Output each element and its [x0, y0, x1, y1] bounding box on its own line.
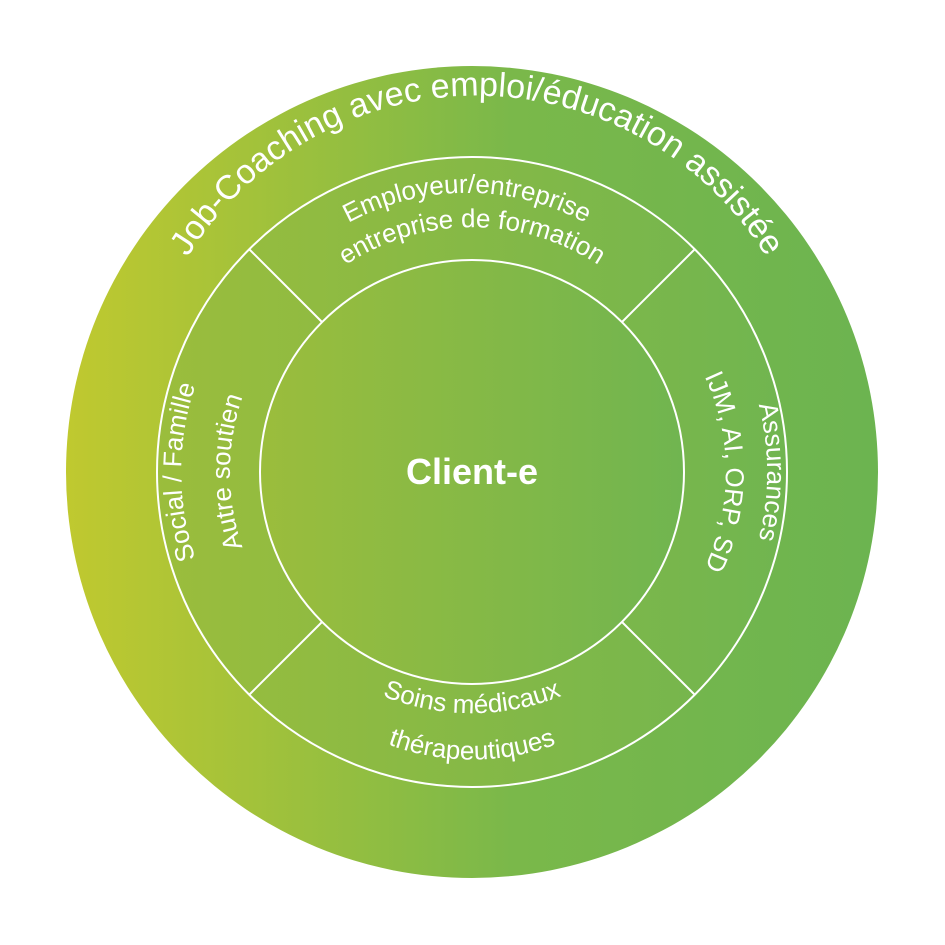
divider-top-left	[248, 248, 323, 323]
divider-top-right	[621, 248, 696, 323]
divider-bottom-left	[248, 621, 323, 696]
center-label: Client-e	[406, 451, 538, 492]
divider-bottom-right	[621, 621, 696, 696]
inner-circle	[259, 259, 685, 685]
